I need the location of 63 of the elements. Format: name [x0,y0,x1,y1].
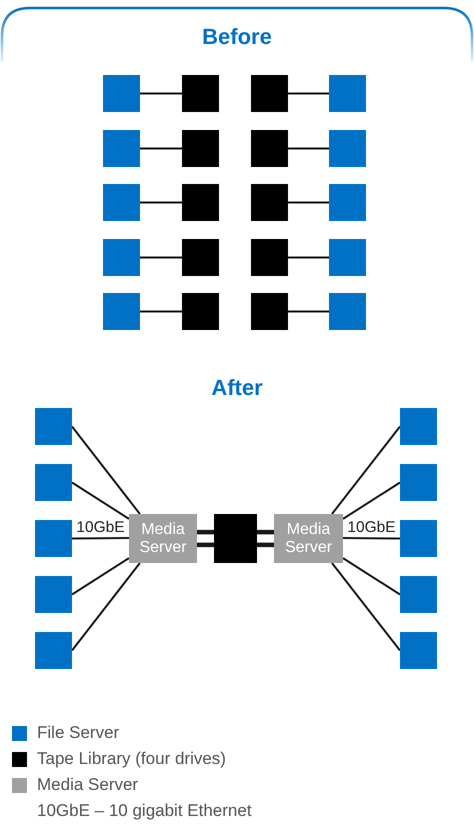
legend-text: Media Server [37,774,138,796]
file-server-node [329,75,366,112]
connector-line [288,256,329,258]
connector-line [288,310,329,312]
tape-library-node [251,293,288,330]
file-server-node [103,239,140,276]
file-server-node [35,520,72,557]
connector-line [71,426,141,515]
connector-line [342,537,400,540]
media-server-node: Media Server [129,514,197,563]
tape-library-node [182,184,219,221]
section-heading: Before [202,24,272,50]
connector-line [140,148,182,150]
legend-text: 10GbE – 10 gigabit Ethernet [37,800,252,822]
tape-library-node [214,514,257,563]
file-server-node [400,408,437,445]
connector-line [140,202,182,204]
file-server-node [35,408,72,445]
connector-line [71,482,130,520]
thick-connector-line [197,542,214,548]
connector-line [71,557,130,596]
legend-text: File Server [37,722,120,744]
file-server-node [35,576,72,613]
thick-connector-line [257,530,274,534]
connector-line [71,562,141,652]
connector-line [140,92,182,94]
file-server-node [400,464,437,501]
file-server-node [400,520,437,557]
tape-library-node [251,239,288,276]
tape-library-node [182,75,219,112]
file-server-node [329,239,366,276]
connector-line [288,148,329,150]
connector-line [140,310,182,312]
tape-library-node [251,130,288,167]
file-server-node [103,184,140,221]
tape-library-node [182,239,219,276]
tape-library-node [251,184,288,221]
file-server-node [400,632,437,669]
connector-line [331,426,401,515]
connector-line [331,562,401,652]
file-server-node [35,464,72,501]
file-server-node [329,293,366,330]
media-server-node: Media Server [274,514,343,563]
connector-line [72,537,130,540]
connector-line [140,256,182,258]
connector-line [288,92,329,94]
section-heading: After [211,375,263,401]
file-server-node [329,130,366,167]
tape-library-node [182,293,219,330]
file-server-node [400,576,437,613]
file-server-node [103,75,140,112]
file-server-node [35,632,72,669]
thick-connector-line [257,542,274,548]
file-server-node [103,130,140,167]
tape-library-node [182,130,219,167]
connector-line [342,557,401,596]
thick-connector-line [197,530,214,534]
tape-library-node [251,75,288,112]
file-server-node [103,293,140,330]
file-server-node [329,184,366,221]
connector-line [342,482,401,520]
connector-line [288,202,329,204]
legend-text: Tape Library (four drives) [37,748,226,770]
